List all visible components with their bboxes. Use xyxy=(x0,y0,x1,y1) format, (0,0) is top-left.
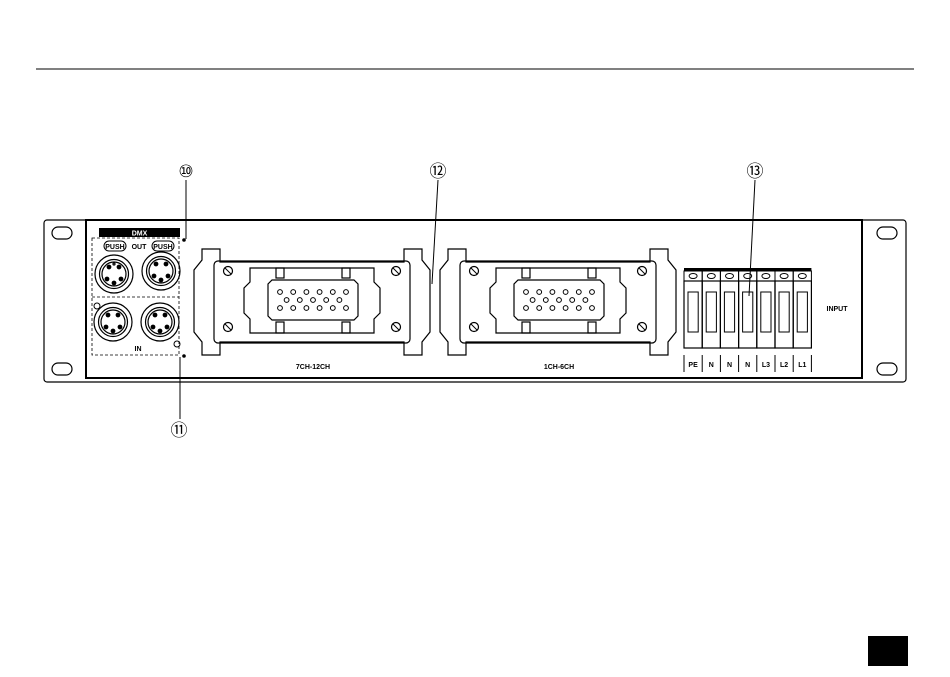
rack-ear-slot xyxy=(52,227,72,239)
socket-pin xyxy=(590,290,595,295)
xlr-in-male xyxy=(141,303,179,341)
callout-12: ⑫ xyxy=(430,162,447,181)
socket-pin xyxy=(557,298,562,303)
socket-pin xyxy=(317,290,322,295)
terminal-2 xyxy=(702,271,720,372)
socket-pin xyxy=(317,306,322,311)
terminal-label: N xyxy=(727,362,732,369)
terminal-label: L2 xyxy=(780,362,788,369)
dmx-title: DMX xyxy=(132,231,148,238)
socket-pin xyxy=(278,290,283,295)
callout-10: ⑩ xyxy=(178,162,193,181)
socket-pin xyxy=(304,290,309,295)
terminal-4 xyxy=(739,271,757,372)
rack-ear-slot xyxy=(52,363,72,375)
xlr-in-female xyxy=(94,303,132,341)
socket-label: 1CH-6CH xyxy=(544,364,574,371)
socket-pin xyxy=(324,298,329,303)
terminal-label: L3 xyxy=(762,362,770,369)
socket-pin xyxy=(530,298,535,303)
terminal-1 xyxy=(684,271,702,372)
socket-label: 7CH-12CH xyxy=(296,364,330,371)
multipin-sockets: 7CH-12CH 1CH-6CH xyxy=(194,249,676,371)
callout-13: ⑬ xyxy=(747,162,764,181)
terminal-5 xyxy=(757,271,775,372)
dmx-out-label: OUT xyxy=(132,244,148,251)
terminal-6 xyxy=(775,271,793,372)
dmx-section: DMX PUSH OUT PUSH xyxy=(92,228,186,358)
socket-pin xyxy=(550,306,555,311)
socket-pin xyxy=(344,290,349,295)
socket-pin xyxy=(524,306,529,311)
callout-11: ⑪ xyxy=(171,421,188,440)
input-label: INPUT xyxy=(827,306,849,313)
socket-pin xyxy=(330,290,335,295)
socket-pin xyxy=(537,290,542,295)
socket-pin xyxy=(330,306,335,311)
socket-pin xyxy=(583,298,588,303)
socket-pin xyxy=(304,306,309,311)
terminal-label: N xyxy=(709,362,714,369)
socket-pin xyxy=(590,306,595,311)
socket-pin xyxy=(537,306,542,311)
socket-pin xyxy=(576,290,581,295)
socket-pin xyxy=(576,306,581,311)
rack-ear-slot xyxy=(877,227,897,239)
socket-pin xyxy=(563,306,568,311)
terminal-label: L1 xyxy=(798,362,806,369)
socket-pin xyxy=(524,290,529,295)
dmx-in-label: IN xyxy=(135,346,142,353)
socket-pin xyxy=(563,290,568,295)
multipin-socket xyxy=(440,249,676,355)
socket-pin xyxy=(284,298,289,303)
socket-pin xyxy=(344,306,349,311)
socket-pin xyxy=(278,306,283,311)
socket-pin xyxy=(297,298,302,303)
push-tab-label: PUSH xyxy=(105,244,124,251)
terminal-label: N xyxy=(745,362,750,369)
socket-pin xyxy=(311,298,316,303)
multipin-socket xyxy=(194,249,430,355)
xlr-out-female xyxy=(95,255,133,293)
terminal-7 xyxy=(793,271,811,372)
xlr-out-male xyxy=(142,252,180,290)
terminal-3 xyxy=(720,271,738,372)
socket-pin xyxy=(337,298,342,303)
push-tab-label: PUSH xyxy=(153,244,172,251)
rack-ear-slot xyxy=(877,363,897,375)
socket-pin xyxy=(570,298,575,303)
socket-pin xyxy=(550,290,555,295)
terminal-label: PE xyxy=(688,362,698,369)
socket-pin xyxy=(543,298,548,303)
page-corner-marker xyxy=(868,636,908,666)
input-terminal-block: PE N N N L3 L2 L1 xyxy=(684,268,811,372)
socket-pin xyxy=(291,306,296,311)
callout-leaders xyxy=(180,180,755,419)
socket-pin xyxy=(291,290,296,295)
